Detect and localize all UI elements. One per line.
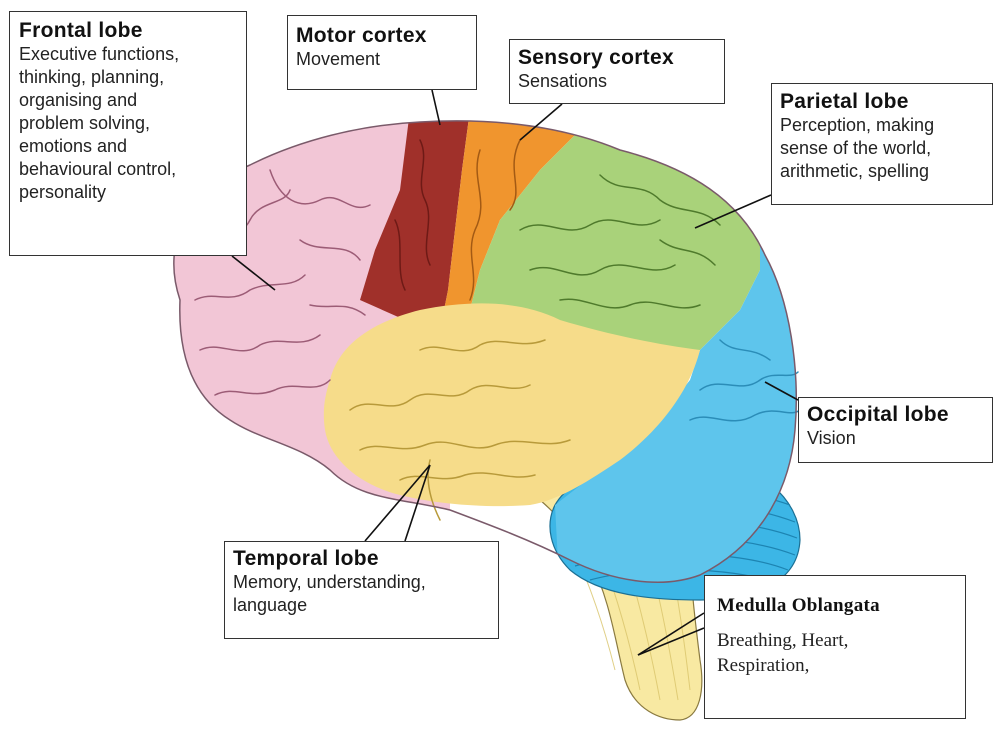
- description-line: Respiration,: [717, 653, 953, 678]
- parietal-lobe-title: Parietal lobe: [780, 90, 984, 114]
- motor-cortex-title: Motor cortex: [296, 24, 468, 48]
- occipital-lobe-description: Vision: [807, 427, 984, 450]
- frontal-lobe-description: Executive functions, thinking, planning,…: [19, 43, 237, 204]
- description-line: thinking, planning,: [19, 66, 237, 89]
- motor-cortex-label-box: Motor cortex Movement: [287, 15, 477, 90]
- parietal-lobe-label-box: Parietal lobe Perception, making sense o…: [771, 83, 993, 205]
- parietal-lobe-description: Perception, making sense of the world, a…: [780, 114, 984, 183]
- description-line: Memory, understanding,: [233, 571, 490, 594]
- description-line: Perception, making: [780, 114, 984, 137]
- motor-leader-line: [432, 90, 440, 125]
- sensory-cortex-description: Sensations: [518, 70, 716, 93]
- medulla-oblangata-title: Medulla Oblangata: [717, 594, 953, 618]
- description-line: Sensations: [518, 70, 716, 93]
- description-line: Movement: [296, 48, 468, 71]
- motor-cortex-description: Movement: [296, 48, 468, 71]
- description-line: personality: [19, 181, 237, 204]
- temporal-lobe-title: Temporal lobe: [233, 547, 490, 571]
- temporal-lobe-label-box: Temporal lobe Memory, understanding, lan…: [224, 541, 499, 639]
- temporal-lobe-description: Memory, understanding, language: [233, 571, 490, 617]
- sensory-cortex-label-box: Sensory cortex Sensations: [509, 39, 725, 104]
- description-line: Executive functions,: [19, 43, 237, 66]
- sensory-cortex-title: Sensory cortex: [518, 46, 716, 70]
- occipital-lobe-title: Occipital lobe: [807, 403, 984, 427]
- description-line: organising and: [19, 89, 237, 112]
- frontal-lobe-label-box: Frontal lobe Executive functions, thinki…: [9, 11, 247, 256]
- description-line: emotions and: [19, 135, 237, 158]
- description-line: arithmetic, spelling: [780, 160, 984, 183]
- medulla-oblangata-description: Breathing, Heart, Respiration,: [717, 628, 953, 678]
- description-line: sense of the world,: [780, 137, 984, 160]
- description-line: Breathing, Heart,: [717, 628, 953, 653]
- description-line: problem solving,: [19, 112, 237, 135]
- occipital-lobe-label-box: Occipital lobe Vision: [798, 397, 993, 463]
- description-line: language: [233, 594, 490, 617]
- medulla-oblangata-label-box: Medulla Oblangata Breathing, Heart, Resp…: [704, 575, 966, 719]
- frontal-lobe-title: Frontal lobe: [19, 19, 237, 43]
- description-line: Vision: [807, 427, 984, 450]
- description-line: behavioural control,: [19, 158, 237, 181]
